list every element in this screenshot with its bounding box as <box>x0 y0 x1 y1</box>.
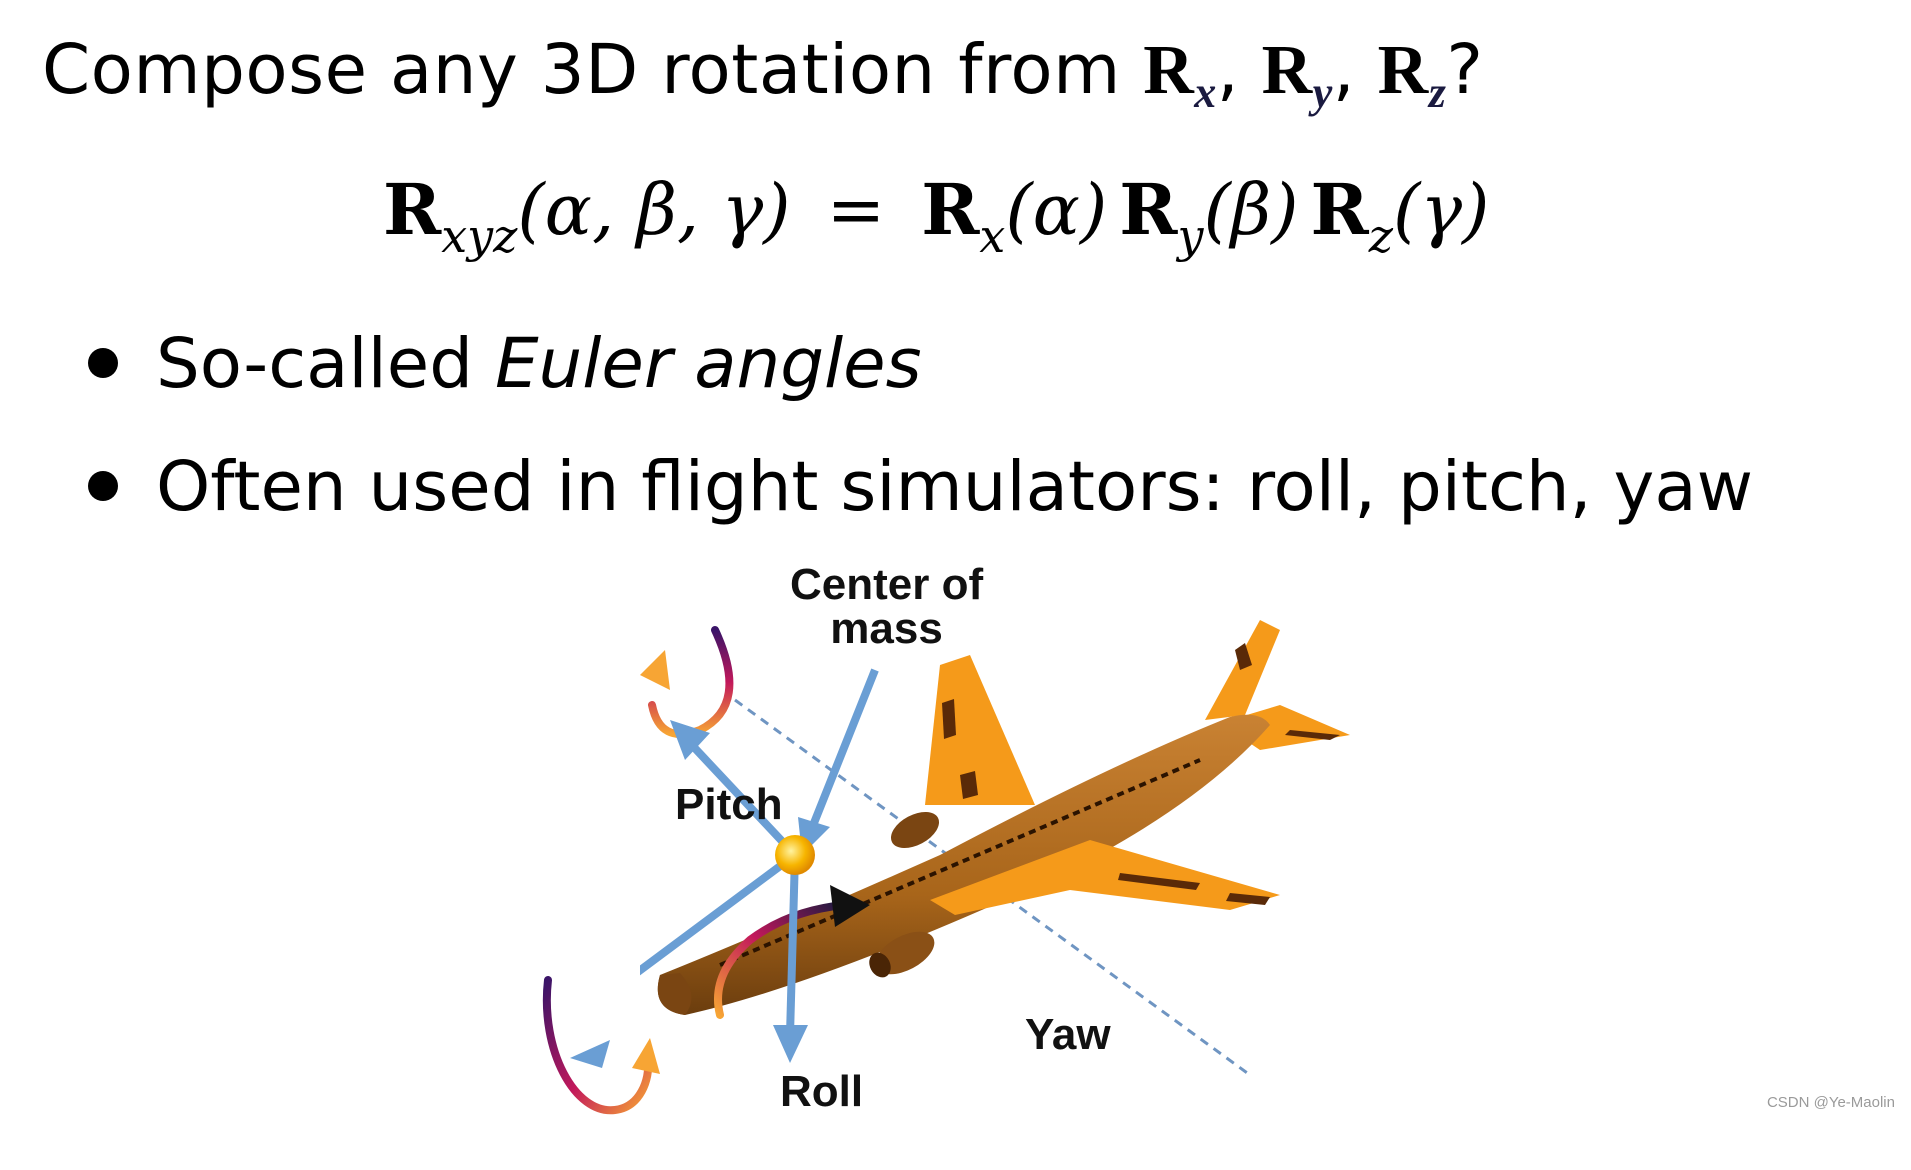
title-ry-subscript: y <box>1312 68 1333 117</box>
roll-label: Roll <box>780 1067 864 1116</box>
center-of-mass-dot <box>775 835 815 875</box>
title-suffix: ? <box>1446 30 1484 110</box>
roll-arrowhead <box>632 1038 660 1074</box>
bullet-text: Often used in flight simulators: roll, p… <box>156 447 1754 527</box>
bullet-flight-simulators: Often used in flight simulators: roll, p… <box>88 443 1753 566</box>
formula-lhs-subscript: xyz <box>441 209 518 263</box>
yaw-label: Yaw <box>1025 1010 1111 1059</box>
pitch-label: Pitch <box>675 780 783 829</box>
engine-near <box>875 931 935 975</box>
pitch-rotation-arc <box>648 626 734 738</box>
roll-rotation-arc <box>542 976 653 1115</box>
center-of-mass-arrow <box>808 668 879 830</box>
title-ry-symbol: R <box>1261 32 1313 109</box>
formula-ry-argument: (β) <box>1203 169 1299 251</box>
watermark: CSDN @Ye-Maolin <box>1766 1094 1895 1111</box>
center-of-mass-label-line2: mass <box>830 604 943 653</box>
bullet-euler-angles: So-called Euler angles <box>88 320 1753 443</box>
center-of-mass-label: Center of mass <box>790 563 983 651</box>
tail-fin <box>1205 620 1280 720</box>
formula-rx-argument: (α) <box>1005 169 1108 251</box>
title-prefix: Compose any 3D rotation from <box>42 30 1144 110</box>
formula-lhs-R: R <box>383 168 442 251</box>
roll-rotation-graphic <box>542 976 660 1115</box>
fuselage <box>657 714 1270 1015</box>
center-of-mass-label-line1: Center of <box>790 560 984 609</box>
airplane-rotation-diagram: Center of mass Pitch Yaw Roll <box>542 555 1380 1116</box>
euler-rotation-formula: Rxyz(α, β, γ)=Rx(α)Ry(β)Rz(γ) <box>383 168 1490 263</box>
formula-ry-subscript: y <box>1177 209 1204 263</box>
yaw-rotation-arc <box>714 901 849 1019</box>
title-separator: , <box>1216 30 1240 110</box>
formula-lhs-arguments: (α, β, γ) <box>517 169 791 251</box>
formula-ry-R: R <box>1119 168 1178 251</box>
formula-equals: = <box>826 169 886 251</box>
bullet-list: So-called Euler angles Often used in fli… <box>88 320 1753 566</box>
roll-axis-arrow <box>640 851 798 976</box>
yaw-axis-arrow <box>786 854 799 1036</box>
yaw-arrowhead <box>830 885 870 927</box>
bullet-emphasis: Euler angles <box>494 324 922 404</box>
formula-rx-R: R <box>921 168 980 251</box>
title-separator: , <box>1332 30 1356 110</box>
wing-near <box>930 840 1280 915</box>
engine-far <box>890 811 940 849</box>
bullet-dot <box>88 348 118 378</box>
pitch-arrowhead <box>640 650 670 690</box>
bullet-text: So-called <box>156 324 495 404</box>
title-rz-symbol: R <box>1377 32 1429 109</box>
bullet-dot <box>88 471 118 501</box>
roll-axis-arrowhead <box>570 1040 610 1068</box>
title-rx-symbol: R <box>1143 32 1195 109</box>
formula-rz-R: R <box>1310 168 1369 251</box>
airplane-illustration <box>640 620 1350 1077</box>
formula-rz-subscript: z <box>1368 209 1393 263</box>
formula-rx-subscript: x <box>979 209 1006 263</box>
pitch-axis-arrow <box>687 740 798 858</box>
title-rx-subscript: x <box>1194 68 1217 117</box>
wing-far <box>925 655 1035 805</box>
formula-rz-argument: (γ) <box>1392 169 1490 251</box>
title-rz-subscript: z <box>1428 68 1447 117</box>
pitch-axis-line <box>734 698 1251 1077</box>
slide-title: Compose any 3D rotation from Rx, Ry, Rz? <box>42 30 1484 117</box>
